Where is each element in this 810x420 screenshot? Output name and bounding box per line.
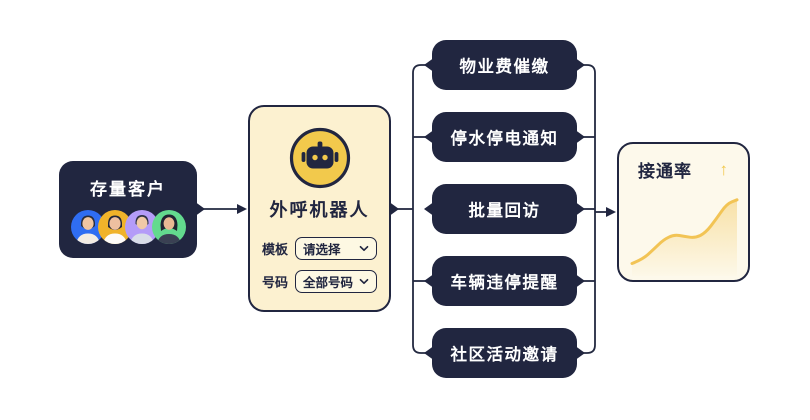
avatar-group	[59, 210, 197, 244]
robot-icon	[289, 127, 351, 194]
chevron-down-icon	[359, 278, 369, 285]
person-silhouette-icon	[75, 215, 100, 244]
trend-chart	[630, 198, 739, 276]
chevron-down-icon	[359, 245, 369, 252]
customer-avatar-4	[151, 210, 186, 244]
number-field-label: 号码	[262, 274, 289, 290]
customers-title: 存量客户	[90, 180, 166, 199]
robot-node: 外呼机器人 模板 请选择 号码 全部号码	[248, 105, 391, 312]
customer-avatar-2	[97, 210, 132, 244]
trend-up-icon: ↑	[719, 160, 729, 179]
result-header: 接通率 ↑	[619, 144, 748, 182]
template-select-value: 请选择	[303, 242, 341, 257]
person-silhouette-icon	[129, 215, 154, 244]
robot-title: 外呼机器人	[269, 200, 370, 220]
template-select[interactable]: 请选择	[295, 236, 377, 260]
person-silhouette-icon	[102, 215, 127, 244]
result-title: 接通率	[638, 162, 692, 181]
task-label: 停水停电通知	[450, 130, 559, 148]
task-node-community-invite: 社区活动邀请	[432, 328, 577, 378]
task-label: 社区活动邀请	[450, 346, 559, 364]
template-field-label: 模板	[262, 241, 289, 257]
number-select[interactable]: 全部号码	[295, 269, 377, 293]
number-field-row: 号码 全部号码	[262, 269, 377, 293]
task-label: 物业费催缴	[459, 58, 550, 76]
template-field-row: 模板 请选择	[262, 236, 377, 260]
task-node-parking-reminder: 车辆违停提醒	[432, 256, 577, 306]
customers-node: 存量客户	[59, 161, 197, 258]
task-label: 车辆违停提醒	[450, 274, 559, 292]
task-node-outage-notice: 停水停电通知	[432, 112, 577, 162]
task-label: 批量回访	[468, 202, 541, 220]
task-node-batch-callback: 批量回访	[432, 184, 577, 234]
person-silhouette-icon	[156, 214, 181, 244]
result-node: 接通率 ↑	[617, 142, 750, 282]
number-select-value: 全部号码	[303, 275, 354, 290]
customer-avatar-3	[124, 210, 159, 244]
task-node-property-fee: 物业费催缴	[432, 40, 577, 90]
